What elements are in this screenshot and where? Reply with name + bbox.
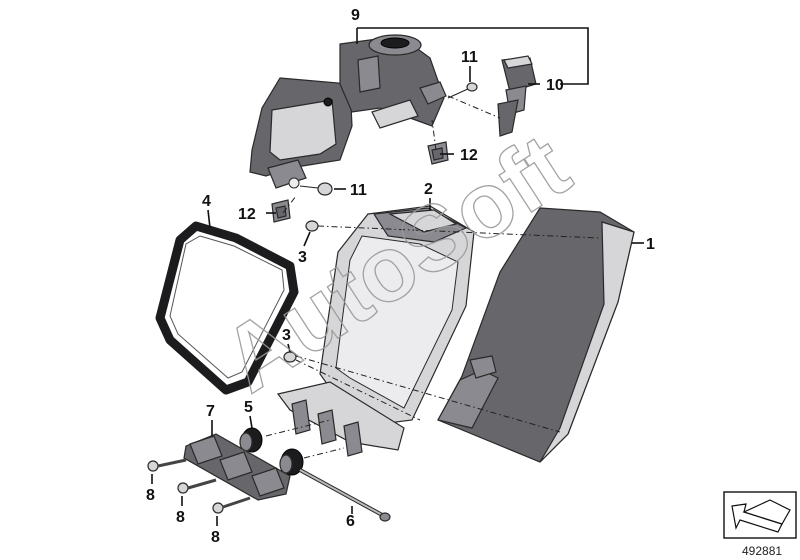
part-8-screw-a: [147, 458, 187, 472]
callout-5: 5: [244, 399, 253, 416]
part-12-nut-top: [427, 141, 449, 165]
callout-2: 2: [424, 181, 433, 198]
part-12-nut-left: [271, 199, 291, 223]
callout-8-c: 8: [211, 529, 220, 546]
assembly-lines: [265, 95, 601, 459]
part-11-screw-top: [447, 82, 478, 99]
part-8-screw-c: [212, 496, 251, 514]
reference-number: 492881: [742, 544, 782, 558]
callout-9: 9: [351, 7, 360, 24]
part-4-gasket: [155, 221, 299, 395]
callout-7: 7: [206, 403, 215, 420]
callout-1: 1: [646, 236, 655, 253]
callout-3-upper: 3: [298, 249, 307, 266]
callout-12-top: 12: [460, 147, 478, 164]
part-7-clamp: [183, 433, 291, 501]
callout-8-a: 8: [146, 487, 155, 504]
callout-8-b: 8: [176, 509, 185, 526]
part-6-long-bolt: [299, 468, 391, 522]
part-2-inner-tray: [276, 205, 475, 457]
part-1-outer-cover: [437, 207, 635, 463]
callout-labels: 9 11 10 12 11 12 2 1 4 3 3 5 7 8 8 8 6: [146, 7, 655, 546]
callout-6: 6: [346, 513, 355, 530]
part-5-bushing-upper: [239, 427, 263, 453]
callout-4: 4: [202, 193, 211, 210]
callout-3-lower: 3: [282, 327, 291, 344]
callout-11-left: 11: [350, 182, 367, 199]
part-5-bushing-lower: [279, 448, 304, 476]
part-11-screw-left: [299, 182, 333, 196]
part-8-screw-b: [177, 478, 217, 494]
leader-lines: [151, 27, 644, 526]
callout-12-left: 12: [238, 206, 256, 223]
callout-11-top: 11: [461, 49, 478, 66]
folded-arrow-icon: [723, 491, 797, 539]
callout-10: 10: [546, 77, 564, 94]
part-9-upper-bracket: [249, 34, 447, 189]
part-3-screw-upper: [305, 220, 319, 232]
